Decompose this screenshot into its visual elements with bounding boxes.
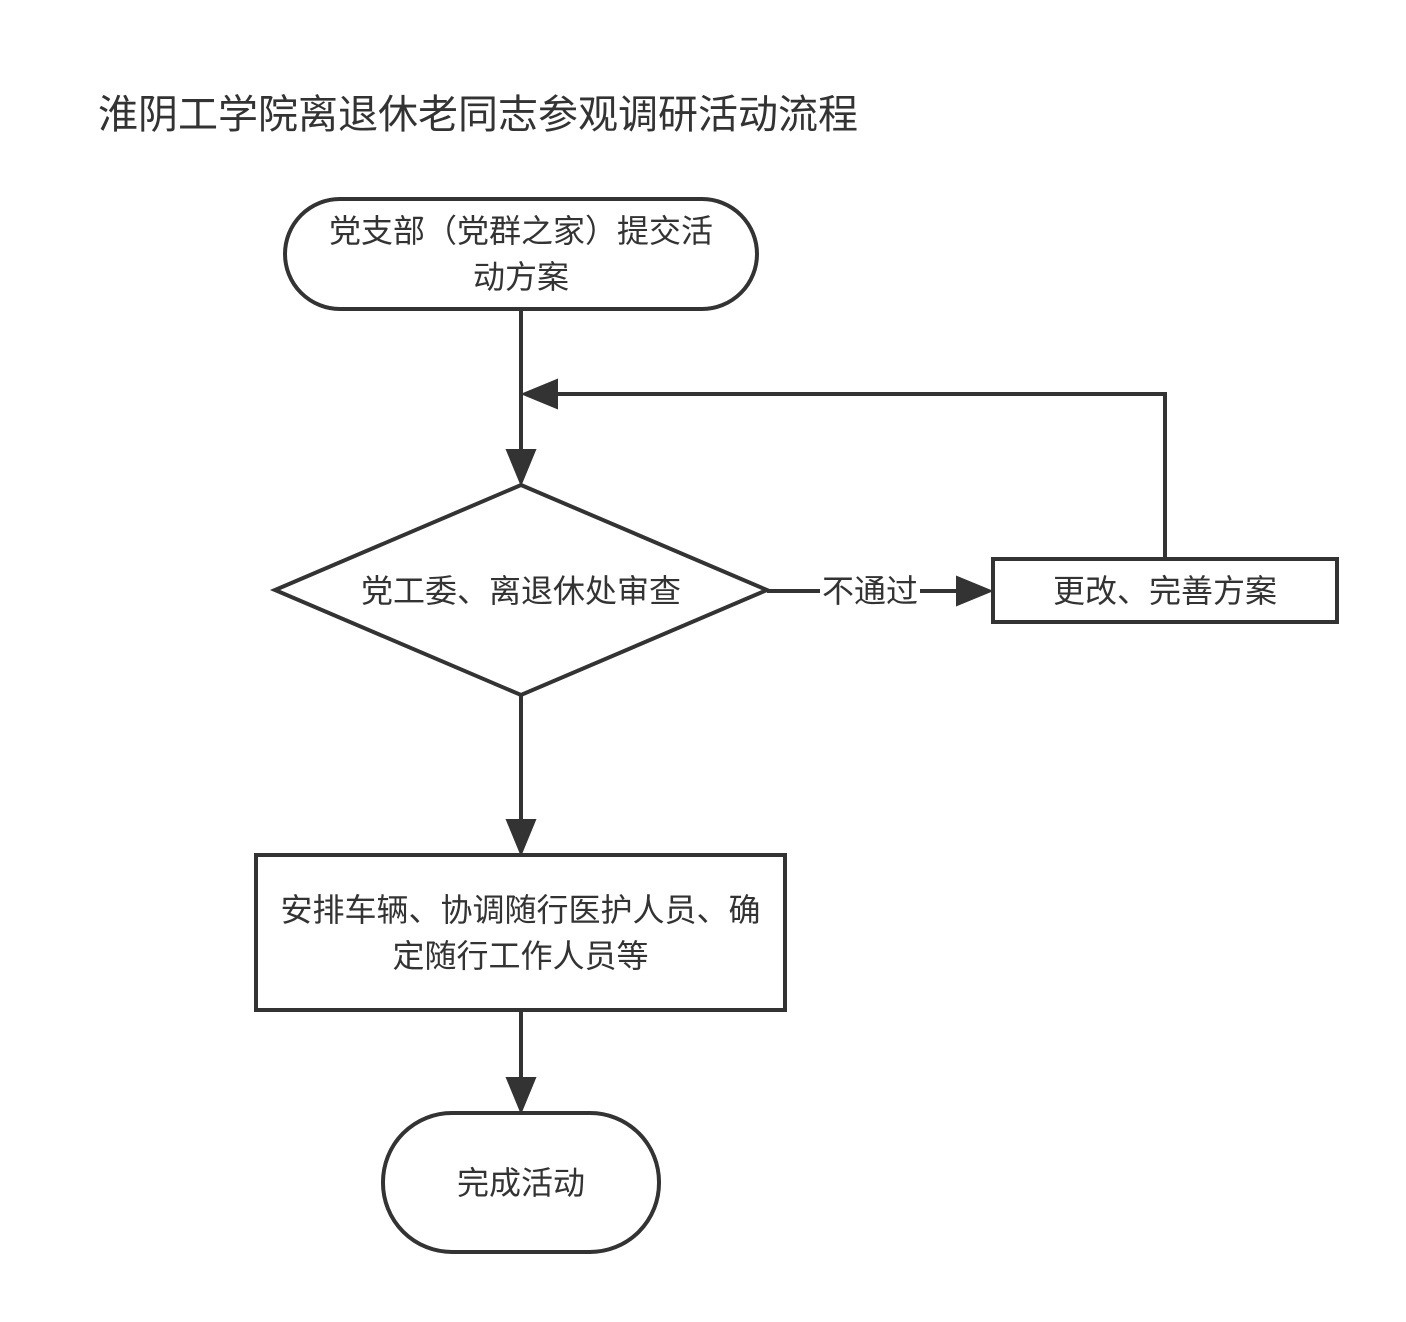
arrowhead-into-revise-icon <box>956 575 994 607</box>
edge-revise-to-review <box>555 392 1167 559</box>
review-node-label: 党工委、离退休处审查 <box>360 572 681 610</box>
arrange-node-shape[interactable] <box>254 853 787 1012</box>
end-node-label: 完成活动 <box>456 1163 585 1202</box>
revise-node-label: 更改、完善方案 <box>1052 571 1277 610</box>
edge-label-not-passed: 不通过 <box>820 572 921 610</box>
diagram-title: 淮阴工学院离退休老同志参观调研活动流程 <box>98 92 858 138</box>
arrowhead-loop-back-icon <box>520 378 558 410</box>
arrowhead-into-end-icon <box>505 1077 537 1115</box>
arrange-node-label: 安排车辆、协调随行医护人员、确定随行工作人员等 <box>280 890 761 975</box>
start-node-label: 党支部（党群之家）提交活动方案 <box>328 212 713 296</box>
arrowhead-into-review-icon <box>505 449 537 487</box>
arrowhead-into-arrange-icon <box>505 819 537 857</box>
